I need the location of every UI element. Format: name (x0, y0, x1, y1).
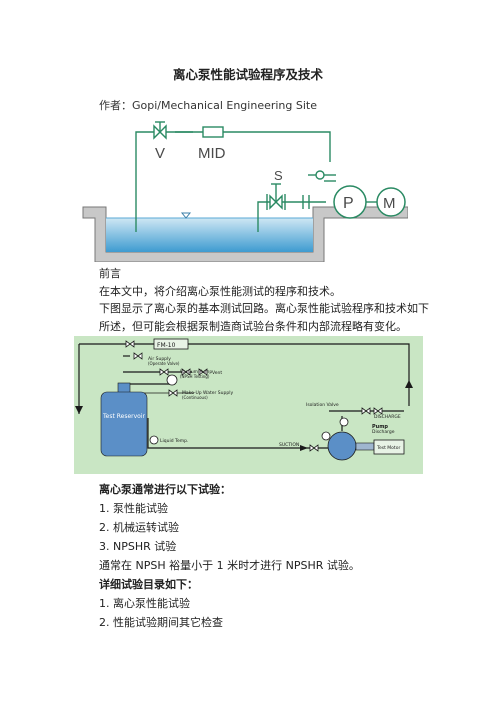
vacuum-pump-icon (166, 374, 178, 386)
pump-discharge-label: Discharge (372, 429, 395, 435)
makeup-sub-label: (Continuous) (182, 395, 208, 400)
test-bench-diagram: FM-10 Air Supply (Operate Valve) Vacuum … (74, 336, 423, 474)
pipe-lines (135, 131, 331, 232)
valve-v-icon (153, 121, 167, 140)
pump-label: P (343, 195, 354, 212)
motor-label: M (383, 195, 396, 212)
up-arrow-icon (405, 380, 413, 388)
discharge-gauge-icon (339, 417, 349, 427)
document-title: 离心泵性能试验程序及技术 (172, 67, 323, 82)
reservoir-label: Test Reservoir (102, 413, 145, 420)
test-motor-box (373, 439, 405, 455)
makeup-label: Make-Up Water Supply (182, 390, 233, 396)
toc-item: 2. 性能试验期间其它检查 (99, 616, 223, 629)
toc-item: 1. 离心泵性能试验 (99, 597, 190, 610)
mid-label: MID (198, 145, 226, 162)
isolation-label: Isolation Valve (306, 402, 339, 408)
flange-marks (302, 170, 336, 209)
valve-v-label: V (155, 145, 165, 162)
return-arrow-icon (75, 406, 83, 414)
npsh-note: 通常在 NPSH 裕量小于 1 米时才进行 NPSHR 试验。 (99, 559, 360, 572)
pump-label: Pump (372, 424, 388, 430)
water-level-symbol (180, 212, 192, 219)
test-item: 2. 机械运转试验 (99, 521, 179, 534)
fm-meter-box (153, 338, 189, 350)
suction-label: SUCTION (279, 442, 299, 448)
air-supply-sub-label: (Operate Valve) (148, 361, 180, 366)
intro-line: 在本文中，将介绍离心泵性能测试的程序和技术。 (99, 285, 341, 298)
vacuum-sub-label: (NPSH Testing) (180, 374, 210, 379)
motor-label: Test Motor (376, 445, 400, 451)
vacuum-label: Vacuum Pump (180, 369, 212, 375)
pump-coupling (355, 442, 375, 451)
pressure-gauge-icon (321, 431, 331, 441)
valve-s-icon (266, 183, 286, 210)
test-reservoir (100, 391, 148, 457)
pump-test-loop-diagram: V MID S P M (82, 121, 408, 262)
liquid-temp-label: Liquid Temp. (160, 438, 188, 444)
suction-arrow-icon (300, 445, 308, 451)
fm-label: FM-10 (157, 342, 176, 349)
temp-gauge-icon (149, 435, 159, 445)
valve-symbols (125, 340, 383, 452)
vent-label: Vent (212, 370, 222, 376)
test-item: 1. 泵性能试验 (99, 502, 168, 515)
motor-icon (376, 187, 406, 217)
intro-paragraph: 下图显示了离心泵的基本测试回路。离心泵性能试验程序和技术如下所述，但可能会根据泵… (99, 302, 429, 333)
air-supply-label: Air Supply (148, 356, 171, 362)
section-heading: 前言 (99, 267, 121, 280)
makeup-valve (168, 389, 178, 397)
discharge-label: DISCHARGE (374, 414, 401, 420)
toc-heading: 详细试验目录如下： (99, 578, 198, 591)
water-body (106, 218, 313, 252)
pump-icon (327, 431, 357, 461)
mid-meter-icon (202, 126, 224, 138)
tests-heading: 离心泵通常进行以下试验： (99, 483, 231, 496)
valve-s-label: S (274, 168, 283, 183)
author-line: 作者：Gopi/Mechanical Engineering Site (99, 99, 318, 112)
test-item: 3. NPSHR 试验 (99, 540, 177, 553)
